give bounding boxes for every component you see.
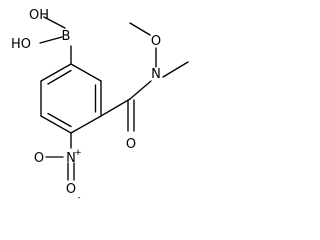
amide-bonds xyxy=(100,22,189,132)
bond-nitrogen-methyl xyxy=(162,61,189,78)
nitro-bonds xyxy=(45,132,75,181)
nitro-oxygen-left-label: O xyxy=(34,151,44,166)
bond-ring-lower-right-bottom xyxy=(70,115,102,134)
bond-ring-carbonyl-carbon xyxy=(100,98,131,117)
boronic-oh-lower-label: HO xyxy=(11,37,31,52)
boronic-acid-bonds xyxy=(39,16,72,65)
carbonyl-oxygen-label: O xyxy=(126,137,136,152)
methoxy-oxygen-label: O xyxy=(151,34,161,49)
bond-carbonyl-carbon-nitrogen xyxy=(129,80,152,100)
bond-methoxy-oxygen-methyl xyxy=(129,22,151,36)
bond-ring-top-upper-right xyxy=(70,63,102,82)
atom-labels: OH HO B O N O N + O O - xyxy=(11,8,161,203)
nitro-oxygen-down-label: O xyxy=(66,182,76,197)
bond-boron-oh-upper xyxy=(43,16,66,29)
bond-ring-inner-top-left xyxy=(47,69,72,85)
bond-ring-upper-left-top xyxy=(40,63,72,82)
bond-ring-bottom-lower-left xyxy=(40,115,72,134)
amide-nitrogen-label: N xyxy=(151,67,161,82)
ring-bonds xyxy=(40,63,102,134)
nitro-negative-charge: - xyxy=(77,193,80,203)
nitro-positive-charge: + xyxy=(74,148,82,158)
chemical-structure: OH HO B O N O N + O O - xyxy=(11,8,189,203)
boron-label: B xyxy=(62,29,71,44)
bond-ring-inner-bottom-left xyxy=(47,112,72,128)
nitro-nitrogen-label: N xyxy=(66,151,76,166)
bond-boron-oh-lower xyxy=(39,36,63,44)
boronic-oh-upper-label: OH xyxy=(29,8,49,23)
